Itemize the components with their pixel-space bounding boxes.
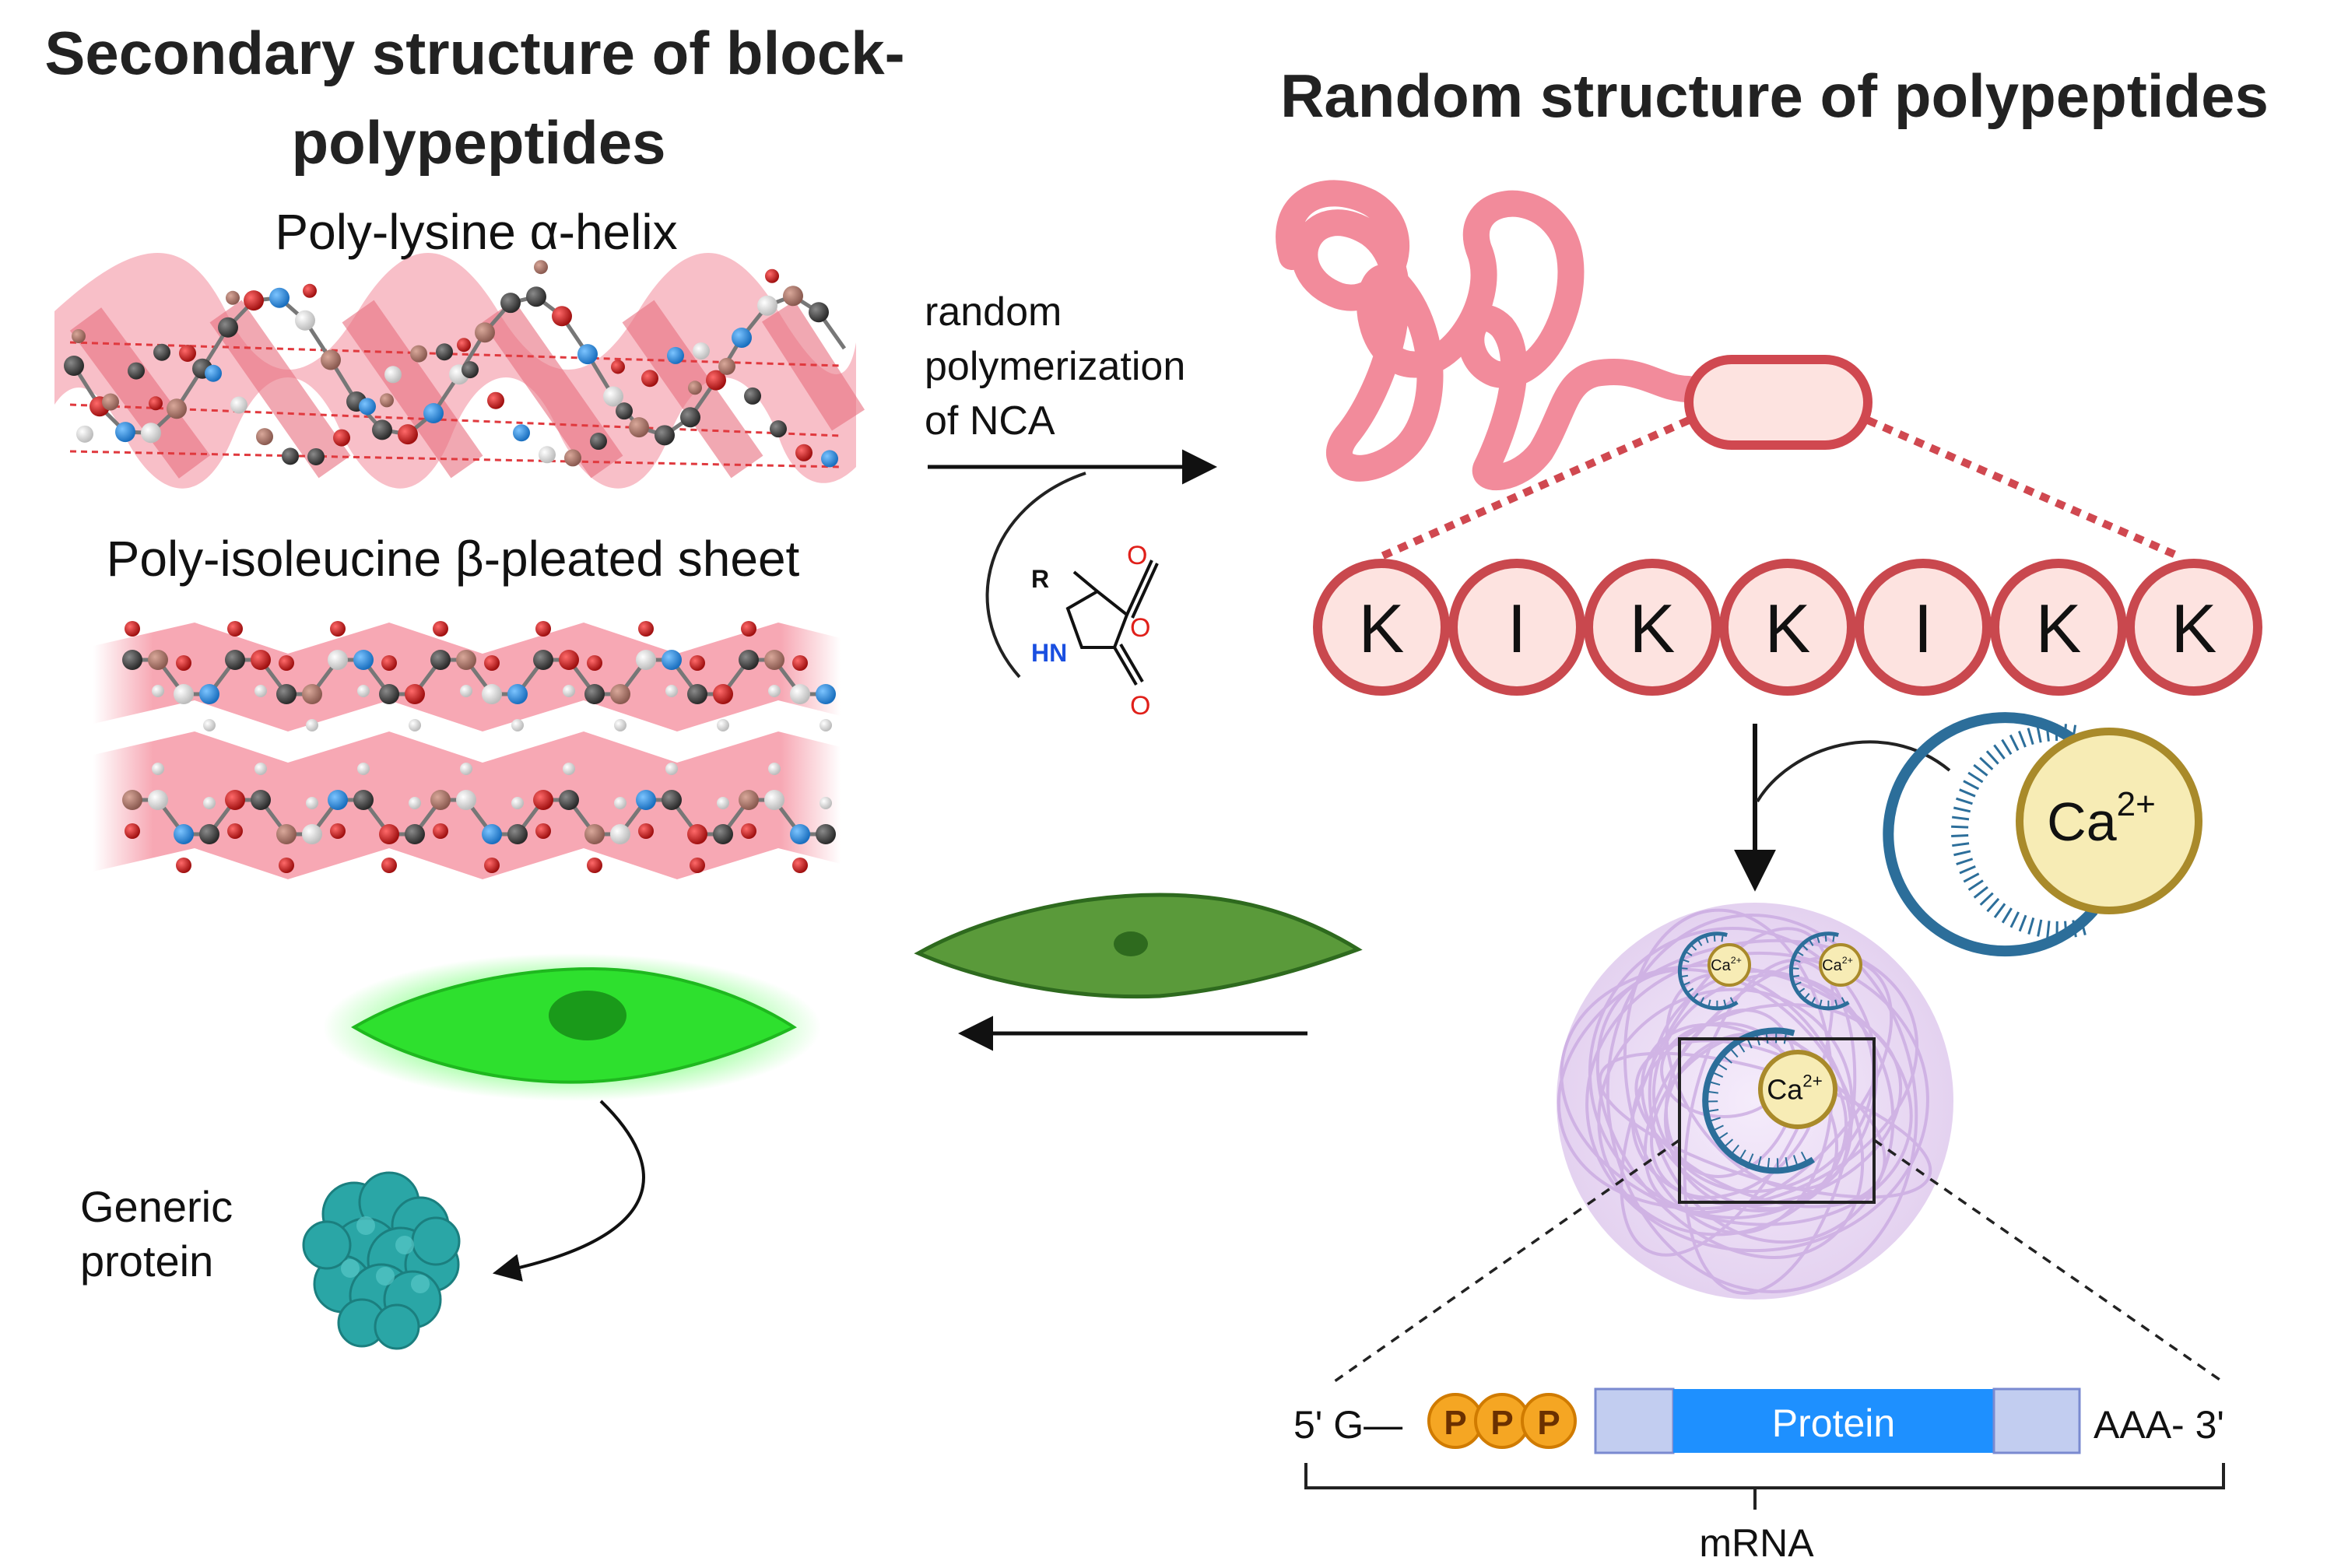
nca-nh: HN — [1031, 639, 1067, 667]
mrna-zoom-line-left — [1333, 1138, 1681, 1383]
sequence-bead-letter: I — [1914, 590, 1932, 667]
protein-secretion-curve — [492, 1100, 645, 1282]
sequence-highlight-capsule — [1684, 355, 1872, 450]
nanoparticle-icon: Ca2+ Ca2+ Ca2+ — [1557, 903, 1953, 1300]
phosphate-label: P — [1537, 1404, 1560, 1442]
calcium-chelator-large — [1883, 712, 2098, 957]
phosphate-label: P — [1444, 1404, 1466, 1442]
calcium-complex-small: Ca2+ — [1677, 931, 1751, 1011]
nca-o-bottom: O — [1130, 691, 1150, 721]
calcium-label-large: Ca2+ — [2047, 785, 2156, 852]
mrna-utr-5 — [1594, 1387, 1675, 1454]
protein-label-line2: protein — [80, 1237, 213, 1286]
phosphate-label: P — [1490, 1404, 1513, 1442]
calcium-label-small: Ca2+ — [1711, 955, 1742, 974]
zoom-line-left — [1379, 416, 1691, 560]
cell-icon-transfected — [914, 893, 1363, 999]
sheet-label: Poly-isoleucine β-pleated sheet — [107, 531, 800, 587]
nca-r: R — [1031, 565, 1049, 593]
reaction-label-line2: polymerization — [925, 344, 1185, 389]
phosphate-group: P — [1521, 1393, 1577, 1449]
nca-o-top: O — [1127, 541, 1147, 570]
phosphate-group: P — [1474, 1393, 1530, 1449]
sequence-bead-letter: K — [1359, 590, 1405, 667]
nca-molecule-icon: R O O O HN — [1031, 541, 1159, 721]
nca-feed-curve — [985, 472, 1086, 679]
mrna-coding-label: Protein — [1772, 1401, 1895, 1445]
cell-icon-expressing — [323, 953, 821, 1101]
calcium-label-small: Ca2+ — [1767, 1071, 1822, 1105]
calcium-icon: Ca2+ — [2016, 728, 2202, 914]
calcium-complex-small: Ca2+ — [1788, 931, 1862, 1011]
left-title-line2: polypeptides — [291, 108, 665, 177]
protein-label-line1: Generic — [80, 1182, 233, 1231]
sequence-bead: K — [1719, 559, 1856, 696]
phosphate-group: P — [1427, 1393, 1483, 1449]
sequence-bead-letter: K — [1765, 590, 1811, 667]
helix-label: Poly-lysine α-helix — [275, 204, 677, 260]
sequence-bead: I — [1855, 559, 1992, 696]
mrna-bracket-label: mRNA — [1699, 1521, 1814, 1565]
random-coil-illustration — [1276, 180, 1702, 491]
calcium-label-small: Ca2+ — [1822, 955, 1853, 974]
beta-sheet-illustration — [93, 621, 841, 879]
sequence-bead-letter: K — [2171, 590, 2217, 667]
mrna-five-prime: 5' G— — [1293, 1403, 1402, 1447]
protein-icon — [302, 1171, 461, 1350]
left-title-line1: Secondary structure of block- — [44, 19, 904, 87]
reaction-label-line3: of NCA — [925, 398, 1055, 444]
sequence-bead: I — [1448, 559, 1585, 696]
sequence-bead: K — [2125, 559, 2262, 696]
sequence-bead: K — [1313, 559, 1450, 696]
right-title: Random structure of polypeptides — [1280, 61, 2269, 130]
mrna-coding-region — [1673, 1389, 1994, 1453]
sequence-bead-letter: K — [1630, 590, 1676, 667]
mrna-three-prime: AAA- 3' — [2094, 1403, 2224, 1447]
sequence-bead: K — [1584, 559, 1721, 696]
mrna-bracket — [1304, 1463, 2225, 1510]
sequence-bead-letter: K — [2036, 590, 2082, 667]
mrna-zoom-line-right — [1873, 1138, 2223, 1383]
sequence-bead-letter: I — [1507, 590, 1526, 667]
zoom-line-right — [1865, 416, 2181, 560]
nanoparticle-zoom-box — [1678, 1037, 1876, 1204]
mrna-utr-3 — [1992, 1387, 2081, 1454]
nca-o-ring: O — [1130, 613, 1150, 643]
reaction-label-line1: random — [925, 289, 1062, 335]
sequence-bead: K — [1990, 559, 2127, 696]
alpha-helix-illustration — [54, 253, 865, 489]
